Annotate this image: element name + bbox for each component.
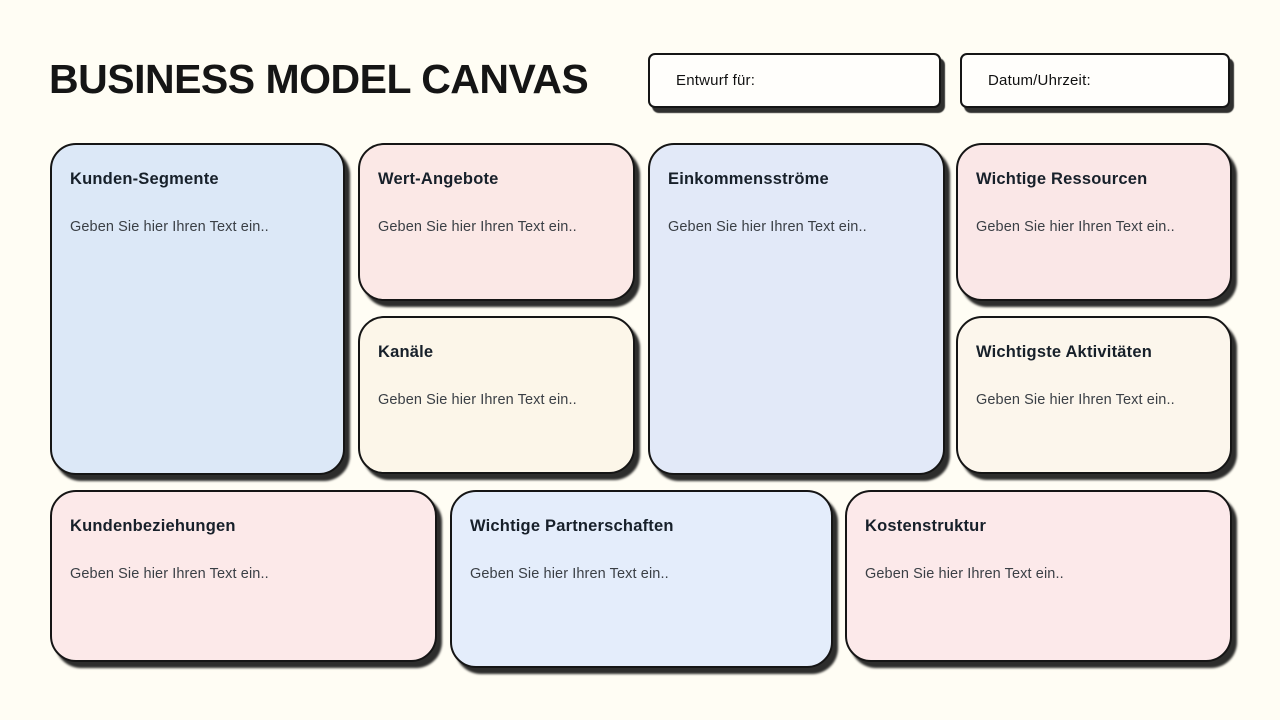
page-title: BUSINESS MODEL CANVAS <box>49 56 589 102</box>
card-title: Wichtige Ressourcen <box>976 170 1148 188</box>
card-title: Kunden-Segmente <box>70 170 219 188</box>
card-wert-angebote[interactable]: Wert-Angebote Geben Sie hier Ihren Text … <box>358 143 635 301</box>
card-kostenstruktur[interactable]: Kostenstruktur Geben Sie hier Ihren Text… <box>845 490 1232 662</box>
draft-for-field[interactable]: Entwurf für: <box>648 53 941 108</box>
card-title: Wichtigste Aktivitäten <box>976 343 1152 361</box>
card-title: Wert-Angebote <box>378 170 499 188</box>
card-title: Kundenbeziehungen <box>70 517 236 535</box>
card-wichtige-ressourcen[interactable]: Wichtige Ressourcen Geben Sie hier Ihren… <box>956 143 1232 301</box>
card-wichtigste-aktivitaeten[interactable]: Wichtigste Aktivitäten Geben Sie hier Ih… <box>956 316 1232 474</box>
card-placeholder-text[interactable]: Geben Sie hier Ihren Text ein.. <box>976 392 1175 408</box>
card-placeholder-text[interactable]: Geben Sie hier Ihren Text ein.. <box>865 566 1064 582</box>
card-placeholder-text[interactable]: Geben Sie hier Ihren Text ein.. <box>470 566 669 582</box>
card-kanaele[interactable]: Kanäle Geben Sie hier Ihren Text ein.. <box>358 316 635 474</box>
card-placeholder-text[interactable]: Geben Sie hier Ihren Text ein.. <box>70 219 269 235</box>
card-title: Wichtige Partnerschaften <box>470 517 674 535</box>
datetime-field[interactable]: Datum/Uhrzeit: <box>960 53 1230 108</box>
card-placeholder-text[interactable]: Geben Sie hier Ihren Text ein.. <box>976 219 1175 235</box>
card-einkommensstroeme[interactable]: Einkommensströme Geben Sie hier Ihren Te… <box>648 143 945 475</box>
card-kundenbeziehungen[interactable]: Kundenbeziehungen Geben Sie hier Ihren T… <box>50 490 437 662</box>
card-placeholder-text[interactable]: Geben Sie hier Ihren Text ein.. <box>378 219 577 235</box>
datetime-label: Datum/Uhrzeit: <box>988 72 1091 89</box>
card-wichtige-partnerschaften[interactable]: Wichtige Partnerschaften Geben Sie hier … <box>450 490 833 668</box>
draft-for-label: Entwurf für: <box>676 72 756 89</box>
card-placeholder-text[interactable]: Geben Sie hier Ihren Text ein.. <box>378 392 577 408</box>
card-title: Kanäle <box>378 343 434 361</box>
card-title: Kostenstruktur <box>865 517 987 535</box>
card-title: Einkommensströme <box>668 170 829 188</box>
card-placeholder-text[interactable]: Geben Sie hier Ihren Text ein.. <box>668 219 867 235</box>
card-placeholder-text[interactable]: Geben Sie hier Ihren Text ein.. <box>70 566 269 582</box>
card-kunden-segmente[interactable]: Kunden-Segmente Geben Sie hier Ihren Tex… <box>50 143 345 475</box>
